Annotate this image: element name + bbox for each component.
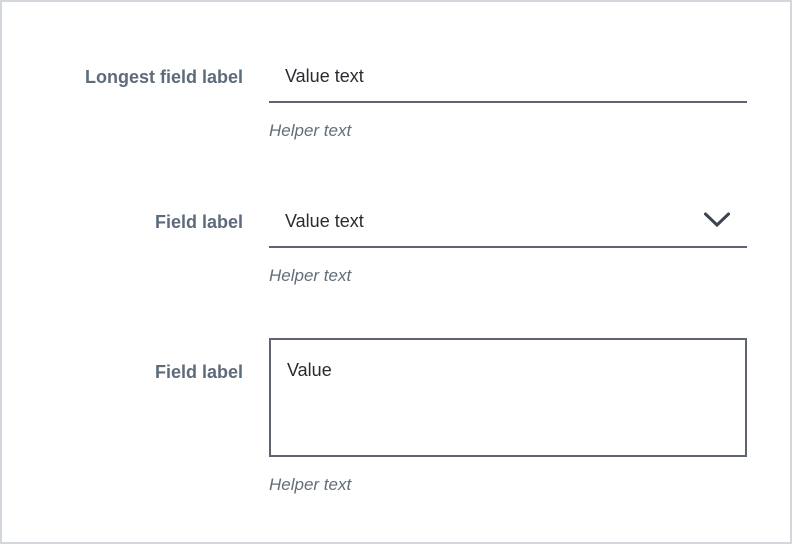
field-label: Field label — [154, 362, 243, 382]
control-column: Helper text — [269, 62, 747, 143]
helper-text: Helper text — [269, 266, 352, 285]
control-column: Value text Helper text — [269, 207, 747, 288]
form: Longest field label Helper text Field la… — [2, 2, 790, 497]
text-input[interactable] — [269, 62, 747, 103]
form-field-row-select: Field label Value text Helper text — [2, 207, 790, 288]
field-label: Longest field label — [84, 67, 243, 87]
textarea-input[interactable]: Value — [269, 338, 747, 457]
form-field-row-textarea: Field label Value Helper text — [2, 338, 790, 497]
select-input[interactable]: Value text — [269, 207, 747, 248]
form-field-row-text: Longest field label Helper text — [2, 62, 790, 143]
helper-text: Helper text — [269, 475, 352, 494]
field-label: Field label — [154, 212, 243, 232]
helper-text: Helper text — [269, 121, 352, 140]
control-column: Value Helper text — [269, 338, 747, 497]
